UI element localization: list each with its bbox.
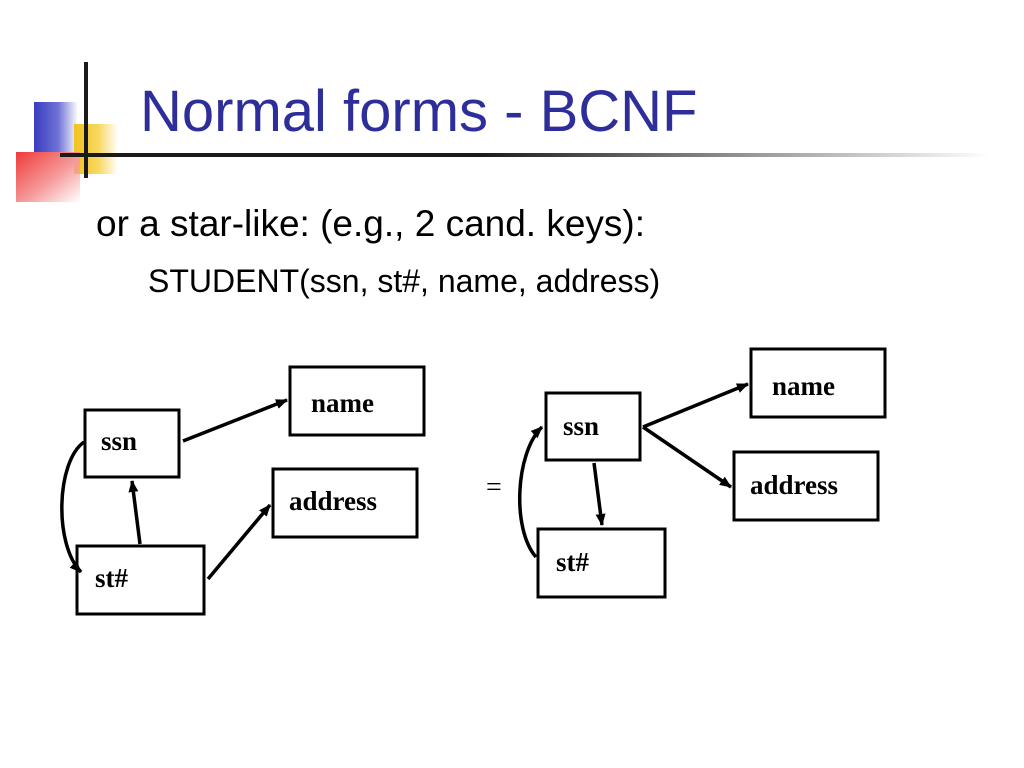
right-node-name-label: name xyxy=(772,371,835,401)
left-arrow-st-to-ssn xyxy=(128,480,142,545)
decorative-red-square xyxy=(16,152,80,202)
sub-bullet-text: STUDENT(ssn, st#, name, address) xyxy=(148,263,661,299)
left-diagram: ssn name address st# xyxy=(60,365,426,616)
right-node-name: name xyxy=(749,347,887,419)
slide-title: Normal forms - BCNF xyxy=(140,79,698,144)
equals-sign: = xyxy=(486,472,502,503)
right-diagram: ssn name address st# xyxy=(517,347,887,599)
left-node-name: name xyxy=(288,365,426,437)
right-arrow-ssn-to-name xyxy=(642,382,749,429)
right-arrow-ssn-to-address xyxy=(642,425,732,489)
left-node-st-label: st# xyxy=(95,563,128,593)
left-arrow-ssn-to-name xyxy=(182,398,288,443)
left-node-ssn-label: ssn xyxy=(101,426,137,456)
decorative-yellow-square xyxy=(74,124,118,174)
right-arrow-ssn-to-st xyxy=(592,462,606,526)
left-arrow-st-to-address xyxy=(206,503,272,581)
left-arrow-ssn-to-st xyxy=(60,440,86,574)
decorative-blue-square xyxy=(34,102,78,154)
left-node-ssn: ssn xyxy=(83,408,181,479)
decorative-vertical-rule xyxy=(84,62,88,178)
left-node-address-label: address xyxy=(289,486,377,516)
right-node-st: st# xyxy=(536,527,667,599)
right-node-address: address xyxy=(732,450,880,522)
left-node-st: st# xyxy=(75,544,206,616)
left-node-name-label: name xyxy=(311,388,374,418)
left-node-address: address xyxy=(271,467,419,539)
bullet-text: or a star-like: (e.g., 2 cand. keys): xyxy=(96,203,646,244)
right-node-ssn: ssn xyxy=(544,391,642,462)
right-arrow-st-to-ssn xyxy=(517,425,544,559)
right-node-st-label: st# xyxy=(556,547,589,577)
right-node-address-label: address xyxy=(750,470,838,500)
title-underline-rule xyxy=(60,153,990,157)
right-node-ssn-label: ssn xyxy=(563,411,599,441)
